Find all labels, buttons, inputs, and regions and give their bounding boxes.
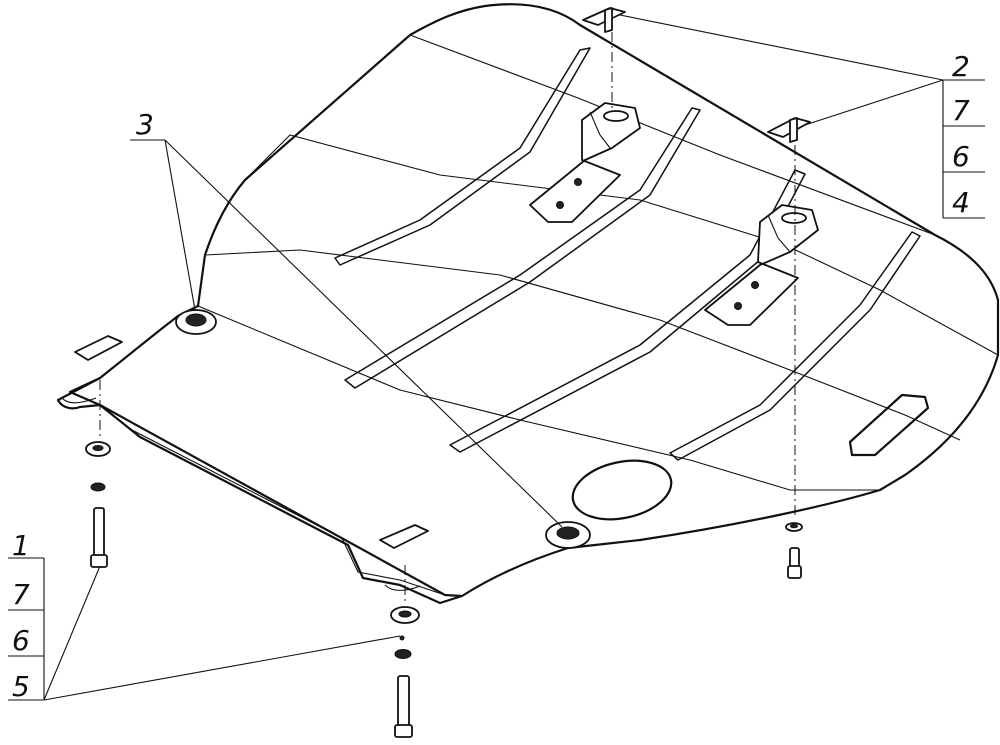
callout-table-left: 1 7 6 5 bbox=[8, 529, 45, 703]
callout-7-right: 7 bbox=[952, 94, 970, 127]
grommet-top bbox=[175, 309, 217, 335]
callout-3: 3 bbox=[136, 108, 154, 141]
fastener-stack-bottom bbox=[390, 565, 420, 738]
side-clip-front bbox=[74, 335, 123, 361]
callout-5: 5 bbox=[12, 670, 30, 703]
side-clip-rear bbox=[379, 524, 429, 549]
fastener-stack-right bbox=[611, 32, 803, 579]
callout-2: 2 bbox=[952, 50, 970, 83]
mount-bracket-right bbox=[704, 204, 819, 326]
skid-plate bbox=[56, 3, 1000, 605]
callout-table-right: 2 7 6 4 bbox=[942, 50, 985, 219]
callout-7-left: 7 bbox=[12, 578, 30, 611]
mount-bracket-left bbox=[529, 102, 641, 223]
leader-lines bbox=[43, 14, 944, 701]
flange-slots bbox=[61, 397, 421, 591]
callout-6-left: 6 bbox=[12, 624, 30, 657]
top-clip-right bbox=[767, 117, 811, 143]
callout-6-right: 6 bbox=[952, 140, 970, 173]
callout-4: 4 bbox=[952, 186, 970, 219]
callout-1: 1 bbox=[12, 529, 30, 562]
grommet-bottom bbox=[545, 521, 591, 549]
top-clip-left bbox=[582, 7, 626, 33]
